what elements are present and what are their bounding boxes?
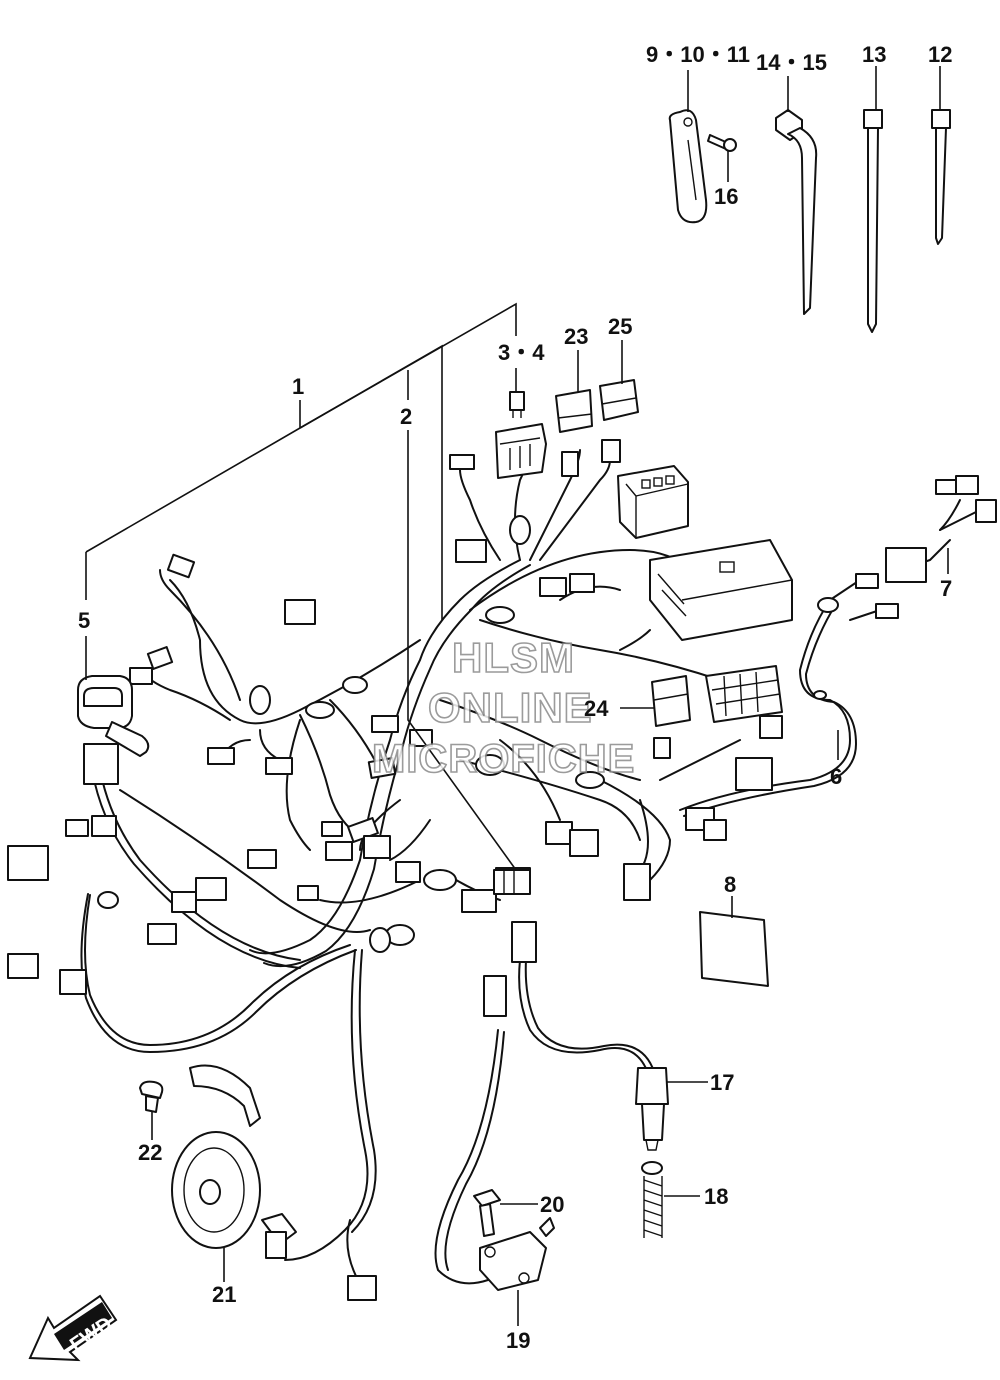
watermark-line-3: MICROFICHE (372, 737, 635, 781)
sensor-part-17 (511, 921, 669, 1151)
callout-14-15: 14・15 (756, 50, 827, 75)
plate-part-8 (699, 911, 769, 987)
screw-part-16 (707, 134, 737, 152)
fwd-arrow-icon: FWD (28, 1294, 118, 1362)
callout-19: 19 (506, 1328, 530, 1353)
watermark-line-2: ONLINE (428, 684, 593, 731)
watermark: HLSM ONLINE MICROFICHE (371, 633, 635, 782)
watermark-line-1: HLSM (452, 634, 575, 681)
junction-block (617, 465, 689, 539)
horn-connector (347, 1275, 377, 1301)
cable-tie-part-14-15 (775, 109, 818, 315)
relay-part-23 (555, 389, 593, 477)
callout-22: 22 (138, 1140, 162, 1165)
callout-labels: 9・10・11 14・15 13 12 16 3・4 23 25 1 2 5 7… (78, 42, 952, 1353)
callout-5: 5 (78, 608, 90, 633)
bolt-part-20 (473, 1189, 501, 1237)
callout-21: 21 (212, 1282, 236, 1307)
connector-part-2-end (493, 869, 531, 895)
fuse-box (495, 423, 547, 479)
clamp-part-9-10-11 (668, 109, 708, 224)
main-wiring-harness (80, 439, 981, 1281)
callout-18: 18 (704, 1184, 728, 1209)
callout-20: 20 (540, 1192, 564, 1217)
cable-tie-part-12 (931, 109, 951, 245)
callout-3-4: 3・4 (498, 340, 545, 365)
callout-7: 7 (940, 576, 952, 601)
callout-24: 24 (584, 696, 609, 721)
multi-pin-connector (705, 665, 783, 723)
callout-12: 12 (928, 42, 952, 67)
callout-25: 25 (608, 314, 632, 339)
callout-17: 17 (710, 1070, 734, 1095)
boot-part-5 (77, 675, 150, 757)
relay-part-25 (599, 379, 639, 463)
spring-part-18 (641, 1161, 663, 1238)
callout-23: 23 (564, 324, 588, 349)
horn-part-21 (171, 1064, 297, 1259)
cable-tie-part-13 (863, 109, 883, 333)
fuse-part-3-4 (509, 391, 525, 418)
ecu-connector (649, 539, 793, 641)
callout-1: 1 (292, 374, 304, 399)
callout-6: 6 (830, 764, 842, 789)
callout-13: 13 (862, 42, 886, 67)
harness-connectors (7, 454, 997, 995)
callout-16: 16 (714, 184, 738, 209)
harness-bands (97, 515, 839, 953)
callout-8: 8 (724, 872, 736, 897)
switch-part-19 (434, 975, 555, 1291)
callout-2: 2 (400, 404, 412, 429)
callout-9-10-11: 9・10・11 (646, 42, 750, 67)
leader-lines (85, 66, 949, 1326)
relay-part-24 (651, 675, 691, 727)
bolt-part-22 (139, 1080, 164, 1113)
